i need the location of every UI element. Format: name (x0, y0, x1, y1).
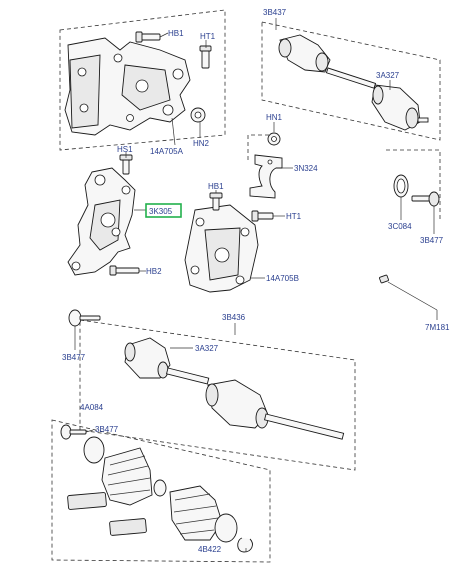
label-hb2: HB2 (146, 267, 162, 276)
group-box-top-shaft (261, 21, 441, 141)
bolt-hb1-mid[interactable] (209, 192, 223, 211)
label-hs1: HS1 (117, 145, 133, 154)
support-bracket-3k305[interactable] (67, 167, 136, 276)
label-3k305-highlighted[interactable]: 3K305 (149, 207, 173, 216)
group-box-kit (51, 419, 271, 563)
bolt-ht1-top[interactable] (199, 45, 212, 69)
label-bracket-14a705b: 14A705B (266, 274, 299, 283)
label-hb1-mid: HB1 (208, 182, 224, 191)
label-ht1-mid: HT1 (286, 212, 302, 221)
engine-mount-bracket-upper[interactable] (64, 37, 191, 136)
grease-sachet-kit-b[interactable] (109, 518, 147, 536)
group-box-bottom-shaft (79, 319, 356, 471)
nut-hn2[interactable] (190, 107, 206, 123)
grease-sachet-kit-a[interactable] (67, 492, 107, 510)
bolt-3b477-right[interactable] (411, 191, 440, 207)
label-bracket-14a705a: 14A705A (150, 147, 184, 156)
label-hn1: HN1 (266, 113, 283, 122)
label-kit-4a084: 4A084 (80, 403, 104, 412)
strap-3n324[interactable] (249, 154, 283, 199)
bolt-3b477-kit[interactable] (60, 424, 87, 440)
label-circlip-4b422: 4B422 (198, 545, 222, 554)
label-hn2: HN2 (193, 139, 210, 148)
drive-shaft-lower[interactable] (124, 337, 345, 440)
bolt-hb2[interactable] (109, 265, 140, 276)
circlip-4b422[interactable] (237, 537, 253, 553)
ring-3c084[interactable] (393, 174, 409, 198)
bolt-hb1-top[interactable] (135, 31, 161, 43)
clamp-ring-kit-c[interactable] (214, 513, 238, 543)
bolt-ht1-mid[interactable] (251, 210, 274, 222)
label-tie-7m181: 7M181 (425, 323, 450, 332)
label-cv-3a327-bottom: 3A327 (195, 344, 219, 353)
cable-tie-7m181[interactable] (379, 274, 438, 311)
leader-lines (74, 18, 438, 552)
clamp-ring-kit-b[interactable] (153, 479, 167, 497)
engine-mount-bracket-lower[interactable] (184, 204, 259, 293)
group-box-right-bracket (386, 149, 441, 220)
boot-kit-inner[interactable] (101, 447, 153, 506)
highlight-box-3k305 (145, 203, 182, 218)
label-bolt-3b477-kit: 3B477 (95, 425, 119, 434)
bolt-3b477-left[interactable] (68, 309, 101, 327)
label-hb1-top: HB1 (168, 29, 184, 38)
label-strap-3n324: 3N324 (294, 164, 318, 173)
label-bolt-3b477-right: 3B477 (420, 236, 444, 245)
boot-kit-outer[interactable] (169, 485, 223, 541)
label-bolt-3b477-left: 3B477 (62, 353, 86, 362)
clamp-ring-kit-a[interactable] (83, 436, 105, 464)
label-shaft-3b436: 3B436 (222, 313, 246, 322)
drive-shaft-upper[interactable] (278, 34, 429, 131)
label-ht1-top: HT1 (200, 32, 216, 41)
label-cv-3a327-top: 3A327 (376, 71, 400, 80)
group-box-hn1-strap (247, 134, 275, 160)
nut-hn1[interactable] (267, 132, 281, 146)
label-shaft-3b437: 3B437 (263, 8, 287, 17)
label-ring-3c084: 3C084 (388, 222, 412, 231)
